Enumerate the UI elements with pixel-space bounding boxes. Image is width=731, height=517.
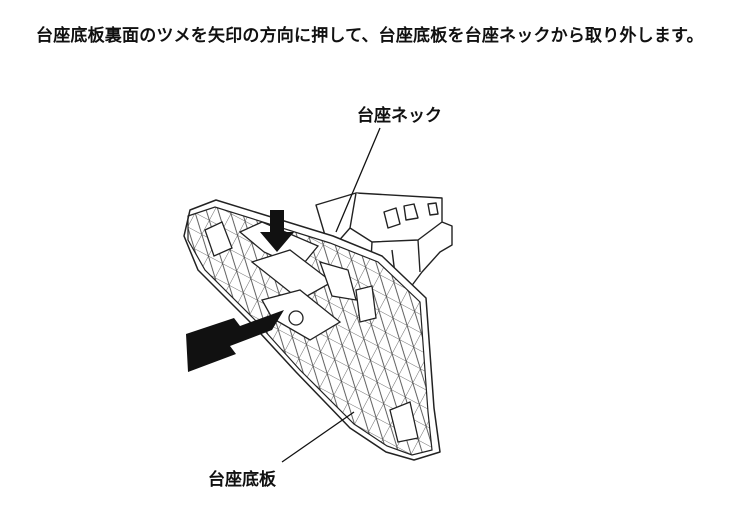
neck-leader-line: [335, 127, 381, 233]
pull-out-arrow: [186, 310, 284, 372]
stand-neck: [315, 192, 453, 297]
label-stand-neck: 台座ネック: [357, 106, 442, 126]
label-base-plate: 台座底板: [208, 470, 276, 490]
instruction-text: 台座底板裏面のツメを矢印の方向に押して、台座底板を台座ネックから取り外します。: [36, 26, 704, 46]
press-down-arrow: [260, 210, 294, 252]
base-plate: [183, 199, 441, 461]
base-leader-line: [281, 411, 355, 463]
